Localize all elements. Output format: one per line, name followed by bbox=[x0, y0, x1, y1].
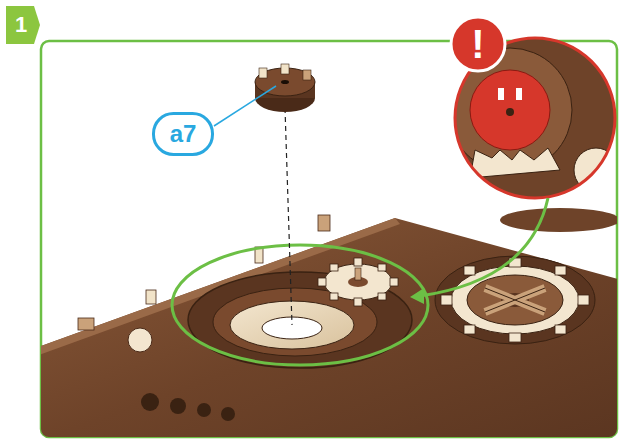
callout-number: a7 bbox=[152, 112, 214, 156]
warning-badge: ! bbox=[450, 16, 506, 72]
warning-mark: ! bbox=[471, 24, 484, 64]
part-a7 bbox=[255, 64, 315, 112]
callout-text: a7 bbox=[170, 122, 197, 146]
base-plate bbox=[41, 208, 617, 437]
step-number: 1 bbox=[6, 6, 40, 44]
highlight-ring bbox=[172, 245, 428, 365]
pointer-arrowhead bbox=[410, 288, 424, 304]
step-number-text: 1 bbox=[15, 14, 27, 36]
pointer-arrow bbox=[420, 198, 548, 296]
leader-line bbox=[214, 86, 276, 126]
placement-line bbox=[285, 108, 292, 325]
